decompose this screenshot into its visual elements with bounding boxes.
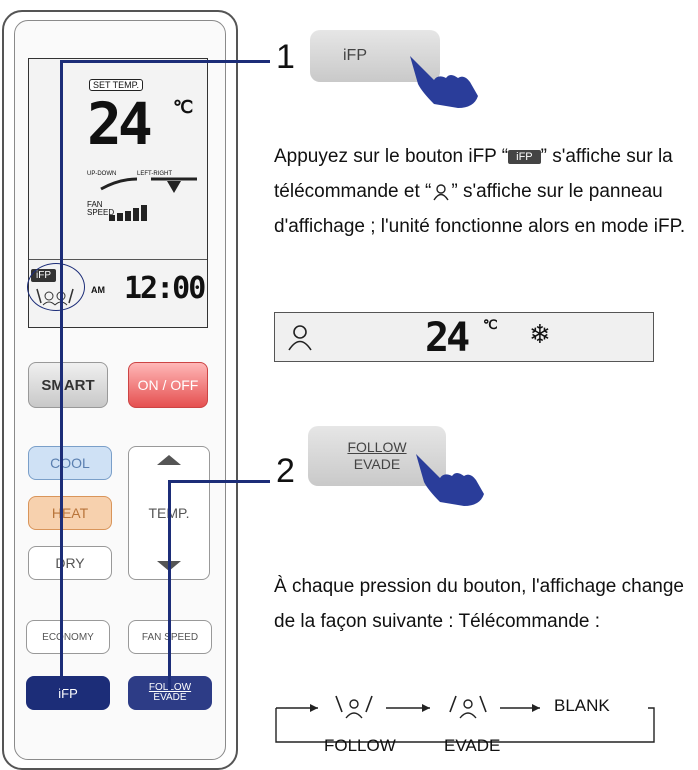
step-1-text-c: ” s'affiche sur le panneau d'affichage ;… [274, 181, 686, 237]
panel-temperature: 24 [425, 315, 470, 361]
evade-person-icon [449, 695, 487, 719]
smart-button[interactable]: SMART [28, 362, 108, 408]
economy-button[interactable]: ECONOMY [26, 620, 110, 654]
ifp-button[interactable]: iFP [26, 676, 110, 710]
updown-label: UP-DOWN [87, 171, 117, 177]
lcd-am: AM [91, 285, 105, 295]
follow-key-label: FOLLOW [347, 439, 407, 455]
lcd-divider [29, 259, 207, 260]
follow-person-icon [335, 695, 373, 719]
inline-ifp-badge: iFP [508, 149, 541, 164]
onoff-button[interactable]: ON / OFF [128, 362, 208, 408]
unit-display-panel: 24 ℃ ❄ [274, 312, 654, 362]
pointing-hand-icon [416, 454, 484, 506]
callout-line-ifp [60, 60, 63, 690]
lcd-temperature: 24 [87, 90, 153, 158]
lcd-clock: 12:00 [124, 271, 206, 306]
pointing-hand-icon [410, 56, 478, 108]
dry-button[interactable]: DRY [28, 546, 112, 580]
ifp-key-label: iFP [343, 47, 367, 64]
person-icon [288, 325, 312, 351]
heat-button[interactable]: HEAT [28, 496, 112, 530]
fan-speed-bars-icon [109, 205, 147, 221]
evade-seq-label: EVADE [444, 736, 501, 755]
highlight-oval [27, 263, 85, 311]
step-2-number: 2 [276, 452, 295, 490]
step-1-number: 1 [276, 38, 295, 76]
step-2-text: À chaque pression du bouton, l'affichage… [274, 576, 684, 632]
lcd-deg-unit: ℃ [173, 97, 194, 117]
callout-line-follow [168, 480, 171, 690]
step-1-text: Appuyez sur le bouton iFP “iFP” s'affich… [274, 139, 694, 244]
snowflake-icon: ❄ [529, 319, 551, 349]
evade-key-label: EVADE [353, 456, 401, 472]
panel-deg-unit: ℃ [483, 317, 498, 332]
updown-swing-icon [100, 177, 138, 191]
cool-button[interactable]: COOL [28, 446, 112, 480]
leftright-swing-icon [151, 177, 197, 193]
temp-up-icon[interactable] [157, 455, 181, 465]
person-icon [433, 184, 449, 201]
display-sequence: BLANK FOLLOW EVADE [274, 680, 694, 760]
callout-line-ifp-top [60, 60, 270, 63]
follow-seq-label: FOLLOW [324, 736, 396, 755]
leftright-label: LEFT-RIGHT [137, 171, 173, 177]
sequence-arrows-icon [275, 704, 655, 743]
evade-label: EVADE [153, 692, 187, 703]
step-1-text-a: Appuyez sur le bouton iFP “ [274, 146, 509, 167]
callout-line-follow-top [168, 480, 270, 483]
step-1-text-b: ” s'affiche sur la télécommande et “ [274, 146, 673, 202]
set-temp-label: SET TEMP. [89, 79, 144, 91]
blank-label: BLANK [554, 696, 610, 715]
